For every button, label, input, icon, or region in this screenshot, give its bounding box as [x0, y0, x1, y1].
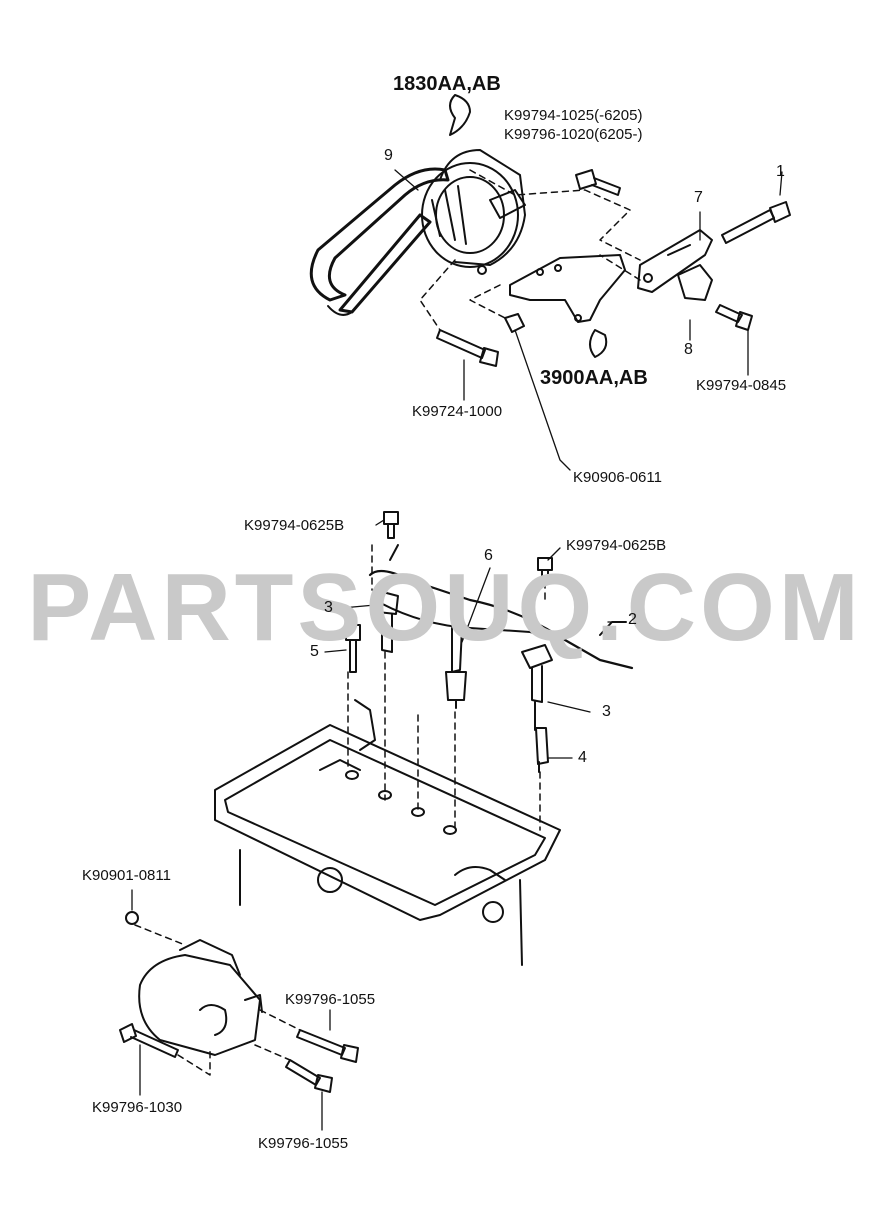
part-number-k99794-0625b-right[interactable]: K99794-0625B	[566, 537, 667, 554]
alternator[interactable]	[421, 94, 526, 275]
bolt-1000[interactable]	[436, 329, 499, 367]
assembly-lines-bottom	[134, 924, 301, 1076]
callout-4[interactable]: 4	[578, 749, 587, 766]
adjusting-bracket[interactable]	[637, 229, 713, 293]
bolt-1[interactable]	[721, 201, 791, 244]
part-number-k99796-1055-lower[interactable]: K99796-1055	[258, 1135, 349, 1152]
part-number-k99796-1020[interactable]: K99796-1020(6205-)	[504, 126, 643, 143]
alternator-top-bolt[interactable]	[575, 169, 621, 196]
callout-8[interactable]: 8	[684, 341, 693, 358]
assembly-lines-top	[419, 169, 641, 331]
ignition-coil-1[interactable]	[374, 589, 399, 653]
group-label-alternator: 1830AA,AB	[393, 73, 501, 95]
part-number-k99794-0625b-left[interactable]: K99794-0625B	[244, 517, 345, 534]
callout-9[interactable]: 9	[384, 147, 393, 164]
callout-5[interactable]: 5	[310, 643, 319, 660]
alternator-bracket[interactable]	[509, 254, 626, 358]
watermark: PARTSOUQ.COM	[27, 554, 863, 661]
part-number-k90906-0611[interactable]: K90906-0611	[573, 469, 662, 486]
leader-lines-top	[394, 169, 783, 471]
part-number-k99794-1025[interactable]: K99794-1025(-6205)	[504, 107, 643, 124]
drive-belt[interactable]	[309, 167, 450, 316]
part-number-k90901-0811[interactable]: K90901-0811	[82, 867, 171, 884]
callout-7[interactable]: 7	[694, 189, 703, 206]
starter-bolt-1055-upper[interactable]	[296, 1029, 359, 1063]
callout-1[interactable]: 1	[776, 163, 785, 180]
tensioner-block[interactable]	[677, 264, 713, 301]
leader-lines-middle	[324, 519, 621, 759]
crank-sensor[interactable]	[445, 627, 467, 709]
part-number-k99794-0845[interactable]: K99794-0845	[696, 377, 787, 394]
starter-bolt-1030[interactable]	[119, 1023, 179, 1058]
callout-3-lower[interactable]: 3	[602, 703, 611, 720]
starter-bolt-1055-lower[interactable]	[285, 1059, 333, 1093]
group-label-bracket: 3900AA,AB	[540, 367, 648, 389]
coil-bolt-5[interactable]	[345, 624, 361, 673]
leader-lines-bottom	[131, 889, 331, 1131]
callout-3-upper[interactable]: 3	[324, 599, 333, 616]
callout-6[interactable]: 6	[484, 547, 493, 564]
part-number-k99796-1030[interactable]: K99796-1030	[92, 1099, 183, 1116]
bolt-0625b-left[interactable]	[383, 511, 399, 539]
part-number-k99796-1055-upper[interactable]: K99796-1055	[285, 991, 376, 1008]
part-number-k99724-1000[interactable]: K99724-1000	[412, 403, 503, 420]
ignition-coil-2[interactable]	[521, 644, 553, 731]
starter-motor[interactable]	[125, 911, 263, 1056]
spark-plug[interactable]	[535, 727, 549, 773]
cylinder-head-cover[interactable]	[214, 699, 561, 966]
callout-2[interactable]: 2	[628, 611, 637, 628]
nut-0611[interactable]	[504, 313, 525, 333]
bolt-0845[interactable]	[715, 304, 753, 331]
